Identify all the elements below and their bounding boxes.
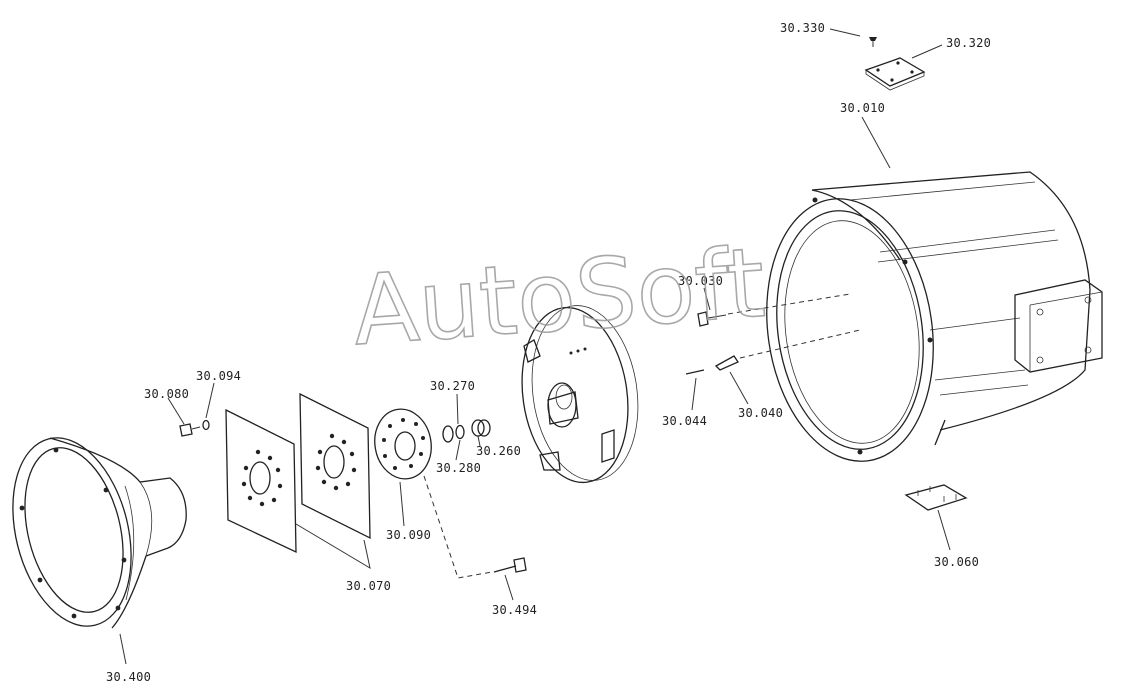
label-30494: 30.494 [492,603,537,617]
part-bolt-30494 [423,475,527,579]
label-30260: 30.260 [476,444,521,458]
part-pin-30044 [685,369,705,375]
label-30280: 30.280 [436,461,481,475]
part-bearing-30260 [471,419,491,437]
part-bottom-plate-30060 [904,484,968,511]
label-30070: 30.070 [346,579,391,593]
watermark-logo: AutoSoft [349,227,768,367]
label-30094: 30.094 [196,369,241,383]
part-gasket-30070-a [225,408,297,554]
part-ring-30270 [442,425,454,443]
part-ring-30280 [455,424,465,440]
label-30040: 30.040 [738,406,783,420]
label-30030: 30.030 [678,274,723,288]
label-30320: 30.320 [946,36,991,50]
label-30330: 30.330 [780,21,825,35]
label-30400: 30.400 [106,670,151,684]
part-labels: 30.330 30.320 30.010 30.030 30.044 30.04… [106,21,991,684]
part-housing-30010 [766,171,1103,462]
part-screw-30330 [869,37,877,47]
part-gasket-30070-b [299,392,371,540]
label-30060: 30.060 [934,555,979,569]
part-cover-plate-30320 [864,57,926,91]
part-end-shield [521,305,639,484]
part-disc-30090 [374,408,432,480]
part-washer-30094 [202,419,210,431]
part-flange-30400 [12,437,187,629]
part-pin-30040 [714,329,861,371]
label-30090: 30.090 [386,528,431,542]
leader-lines [119,28,951,665]
part-bolt-30080 [179,423,201,437]
label-30044: 30.044 [662,414,707,428]
label-30080: 30.080 [144,387,189,401]
part-bolt-30030 [697,293,851,327]
label-30010: 30.010 [840,101,885,115]
label-30270: 30.270 [430,379,475,393]
